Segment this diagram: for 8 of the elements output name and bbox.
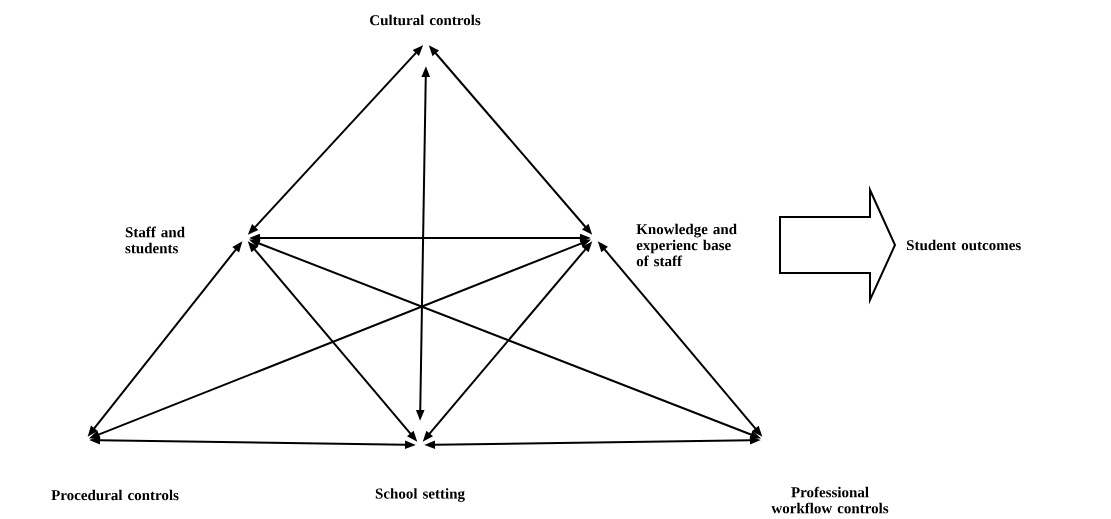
node-label: Cultural controls xyxy=(370,14,481,26)
node-label: School setting xyxy=(375,488,465,502)
node-label: Knowledge and experienc base of staff xyxy=(636,223,737,267)
node-label: Procedural controls xyxy=(51,489,179,501)
node-label: Professional workflow controls xyxy=(771,486,889,514)
node-label: Staff and students xyxy=(125,226,185,254)
block-arrow xyxy=(779,185,897,305)
node-label: Student outcomes xyxy=(907,239,1021,251)
